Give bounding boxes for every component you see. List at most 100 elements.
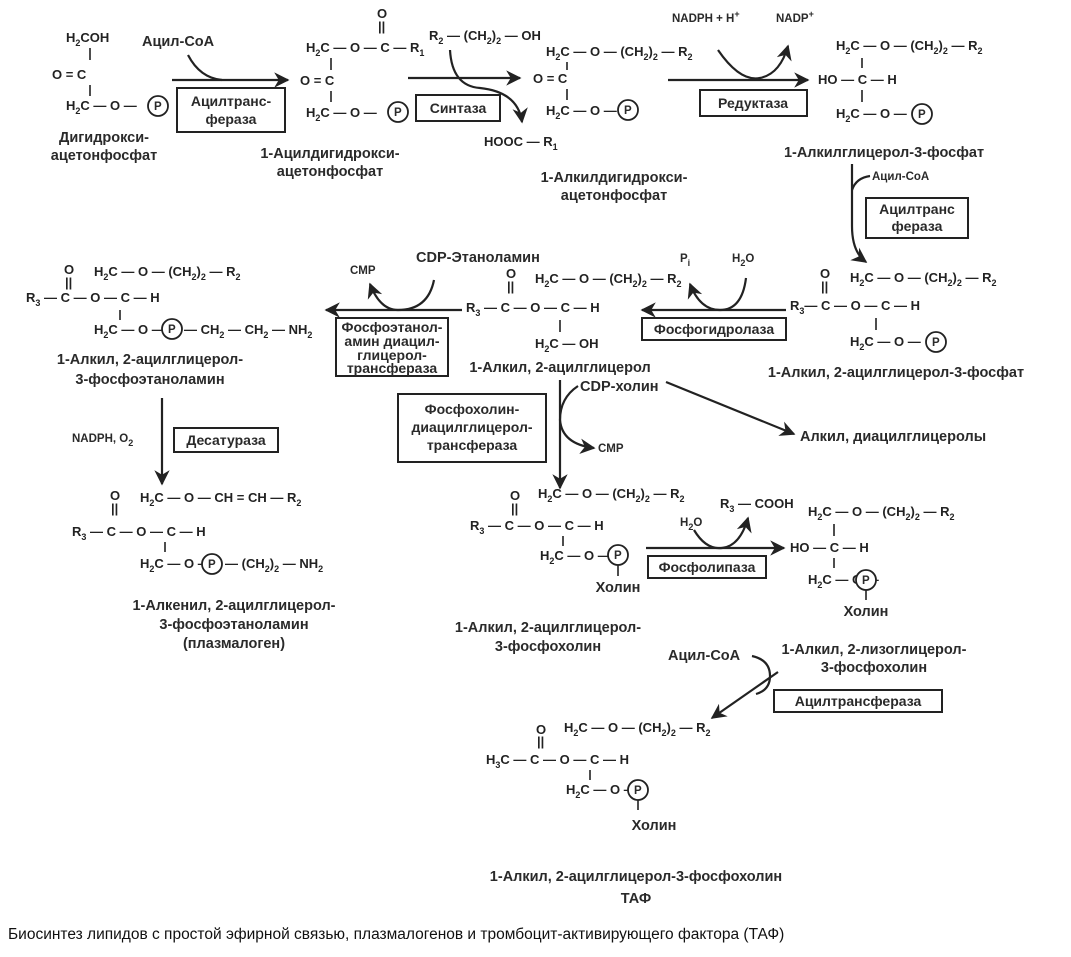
svg-text:||: ||	[537, 734, 544, 749]
svg-text:O = C: O = C	[300, 73, 335, 88]
enzyme-label: фераза	[892, 218, 943, 234]
cofactor-acyl-coa: Ацил-СоА	[872, 171, 929, 183]
enzyme-box	[699, 89, 808, 117]
choline-label: Холин	[632, 818, 677, 834]
svg-text:O: O	[536, 722, 546, 737]
compound-name: 1-Алкенил, 2-ацилглицерол-	[132, 598, 335, 614]
cofactor-cdp-ethanolamine: CDP-Этаноламин	[416, 250, 540, 266]
svg-text:— CH2 — CH2 — NH2: — CH2 — CH2 — NH2	[184, 322, 312, 340]
reaction-reductase: NADPH + H+ NADP+ Редуктаза	[668, 9, 814, 117]
svg-text:H2C — O — CH = CH — R2: H2C — O — CH = CH — R2	[140, 490, 301, 508]
svg-text:H2C — O — (CH2)2 — R2: H2C — O — (CH2)2 — R2	[850, 270, 996, 288]
phosphate-icon: P	[161, 318, 183, 340]
enzyme-label: Фосфогидролаза	[654, 321, 774, 337]
svg-text:O: O	[506, 266, 516, 281]
compound-name: ацетонфосфат	[561, 188, 667, 204]
compound-name: 3-фосфохолин	[495, 639, 601, 655]
compound-name: 1-Алкил, 2-ацилглицерол-3-фосфохолин	[490, 869, 782, 885]
svg-text:H2C — O —: H2C — O —	[306, 105, 377, 123]
svg-text:O = C: O = C	[533, 71, 568, 86]
compound-name: 1-Ацилдигидрокси-	[260, 146, 399, 162]
compound-name: 1-Алкил, 2-лизоглицерол-	[782, 642, 967, 658]
compound-name: 3-фосфоэтаноламин	[159, 617, 308, 633]
svg-text:||: ||	[511, 501, 518, 516]
svg-text:H2C — O — (CH2)2 — R2: H2C — O — (CH2)2 — R2	[836, 38, 982, 56]
enzyme-label: Десатураза	[186, 432, 266, 448]
svg-text:P: P	[394, 107, 402, 119]
svg-text:||: ||	[65, 275, 72, 290]
svg-text:H2C — O —: H2C — O —	[566, 782, 637, 800]
compound-name: ацетонфосфат	[51, 148, 157, 164]
cofactor-nadph: NADPH + H+	[672, 9, 740, 25]
choline-label: Холин	[844, 604, 889, 620]
enzyme-box	[865, 197, 969, 239]
compound-acyl-dhap: O || H2C — O — C — R1 O = C H2C — O — P …	[260, 6, 424, 180]
svg-text:H2C — O — (CH2)2 — R2: H2C — O — (CH2)2 — R2	[538, 486, 684, 504]
enzyme-label: трансфераза	[347, 360, 438, 376]
svg-text:O: O	[820, 266, 830, 281]
svg-text:H2C — O — (CH2)2 — R2: H2C — O — (CH2)2 — R2	[564, 720, 710, 738]
phosphate-icon: P	[925, 331, 947, 353]
compound-name: (плазмалоген)	[183, 636, 285, 652]
svg-text:||: ||	[111, 501, 118, 516]
compound-name: 1-Алкилглицерол-3-фосфат	[784, 145, 984, 161]
compound-name: Алкил, диацилглицеролы	[800, 429, 986, 445]
phosphate-icon: P	[201, 553, 223, 575]
cofactor-cdp-choline: CDP-холин	[580, 379, 659, 395]
enzyme-label: диацилглицерол-	[411, 419, 532, 435]
reaction-acyltransferase-3: Ацил-СоА Ацилтрансфераза	[668, 648, 943, 719]
formula-line: H2C — O —	[66, 98, 137, 116]
svg-text:P: P	[634, 785, 642, 797]
compound-alkyl-acyl-gpe: O || H2C — O — (CH2)2 — R2 R3 — C — O — …	[26, 262, 312, 388]
svg-text:P: P	[614, 550, 622, 562]
reaction-acyltransferase-2: Ацил-СоА Ацилтранс фераза	[850, 164, 969, 263]
enzyme-box	[397, 393, 547, 463]
svg-text:H2C — O — (CH2)2 — R2: H2C — O — (CH2)2 — R2	[808, 504, 954, 522]
reaction-phospholipase: H2O R3 — COOH Фосфолипаза	[646, 496, 794, 579]
svg-text:||: ||	[507, 279, 514, 294]
compound-dhap: H2COH O = C H2C — O — P Дигидрокси- ацет…	[51, 30, 169, 164]
enzyme-label: Фосфолипаза	[659, 559, 756, 575]
phosphate-icon: P	[627, 779, 649, 801]
enzyme-box	[415, 94, 501, 122]
reaction-desaturase: NADPH, O2 Десатураза	[72, 398, 279, 486]
formula-line: H2COH	[66, 30, 109, 48]
svg-text:O: O	[510, 488, 520, 503]
compound-paf: O || H2C — O — (CH2)2 — R2 H3C — C — O —…	[486, 720, 782, 907]
enzyme-box	[641, 317, 787, 341]
cofactor-nadp: NADP+	[776, 9, 814, 25]
compound-name: 3-фосфохолин	[821, 660, 927, 676]
svg-text:R3 — C — O — C — H: R3 — C — O — C — H	[466, 300, 600, 318]
enzyme-label: Редуктаза	[718, 95, 788, 111]
cofactor-acyl-coa: Ацил-СоА	[142, 34, 215, 50]
compound-plasmalogen: O || H2C — O — CH = CH — R2 R3 — C — O —…	[72, 488, 336, 652]
formula-line: O = C	[52, 67, 87, 82]
released-acid: R3 — COOH	[720, 496, 794, 514]
svg-text:— (CH2)2 — NH2: — (CH2)2 — NH2	[225, 556, 323, 574]
svg-text:O: O	[110, 488, 120, 503]
compound-alkyl-acyl-glycerol: O || H2C — O — (CH2)2 — R2 R3 — C — O — …	[466, 266, 681, 376]
svg-text:H2C — O —: H2C — O —	[546, 103, 617, 121]
svg-text:H3C — C — O — C — H: H3C — C — O — C — H	[486, 752, 629, 770]
svg-text:H2C — OH: H2C — OH	[535, 336, 599, 354]
svg-text:P: P	[624, 105, 632, 117]
enzyme-box	[773, 689, 943, 713]
enzyme-label: фераза	[206, 111, 257, 127]
enzyme-label: Синтаза	[430, 100, 487, 116]
compound-name: Дигидрокси-	[59, 130, 149, 146]
svg-text:P: P	[862, 575, 870, 587]
svg-text:R3— C — O — C — H: R3— C — O — C — H	[790, 298, 920, 316]
compound-name: 1-Алкил, 2-ацилглицерол-3-фосфат	[768, 365, 1024, 381]
reaction-pe-transferase: CDP-Этаноламин CMP Фосфоэтанол- амин диа…	[324, 250, 540, 377]
svg-text:P: P	[918, 109, 926, 121]
figure-caption: Биосинтез липидов с простой эфирной связ…	[8, 926, 785, 943]
compound-name: 3-фосфоэтаноламин	[75, 372, 224, 388]
released-acid: HOOC — R1	[484, 134, 558, 152]
svg-text:H2C — O —: H2C — O —	[540, 548, 611, 566]
svg-text:P: P	[154, 101, 162, 113]
compound-name: 1-Алкил, 2-ацилглицерол-	[455, 620, 641, 636]
svg-text:H2C — O —: H2C — O —	[836, 106, 907, 124]
compound-name: ацетонфосфат	[277, 164, 383, 180]
cofactor-cmp: CMP	[598, 443, 624, 455]
enzyme-box	[647, 555, 767, 579]
